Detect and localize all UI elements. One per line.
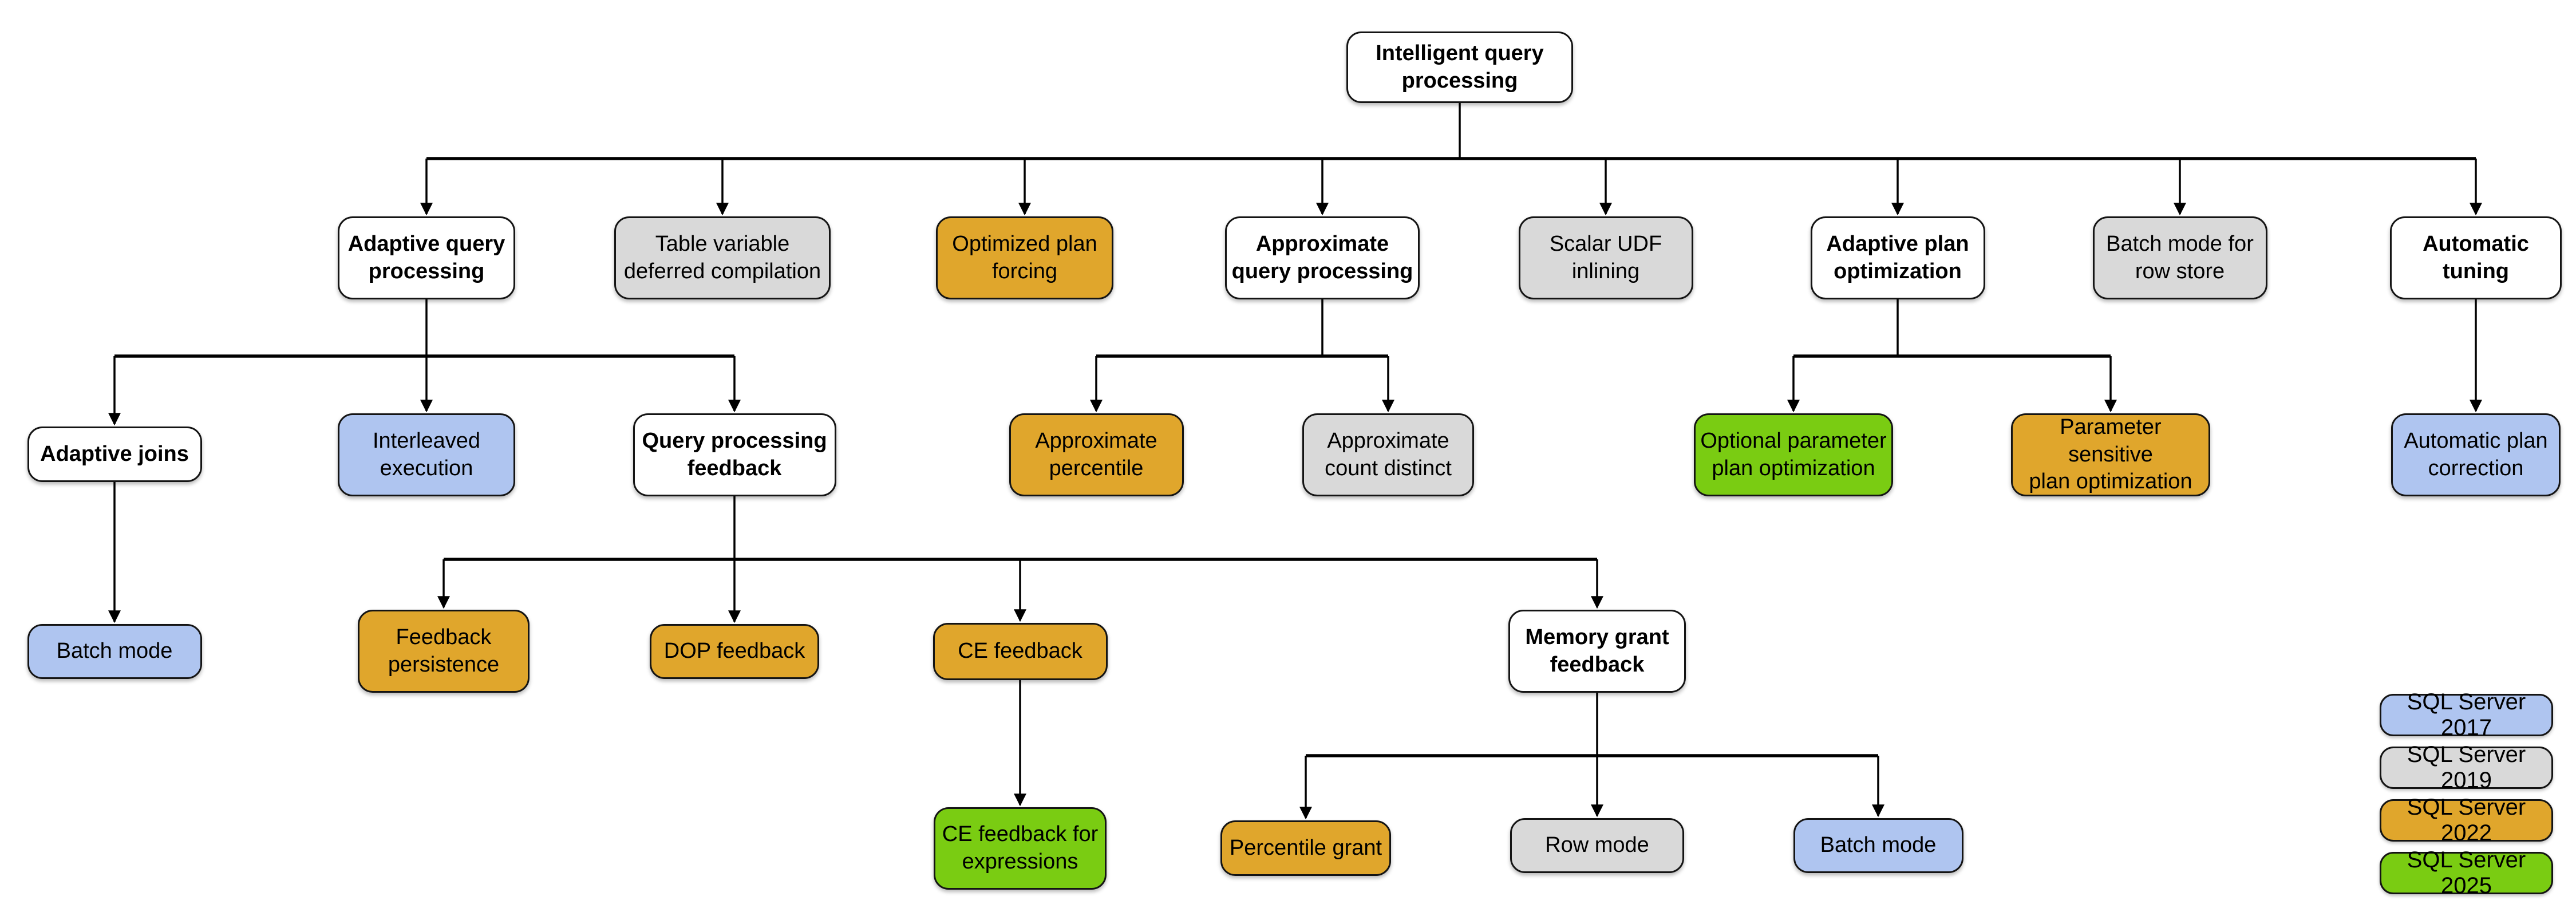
connector-lines-layer [108,103,2482,820]
